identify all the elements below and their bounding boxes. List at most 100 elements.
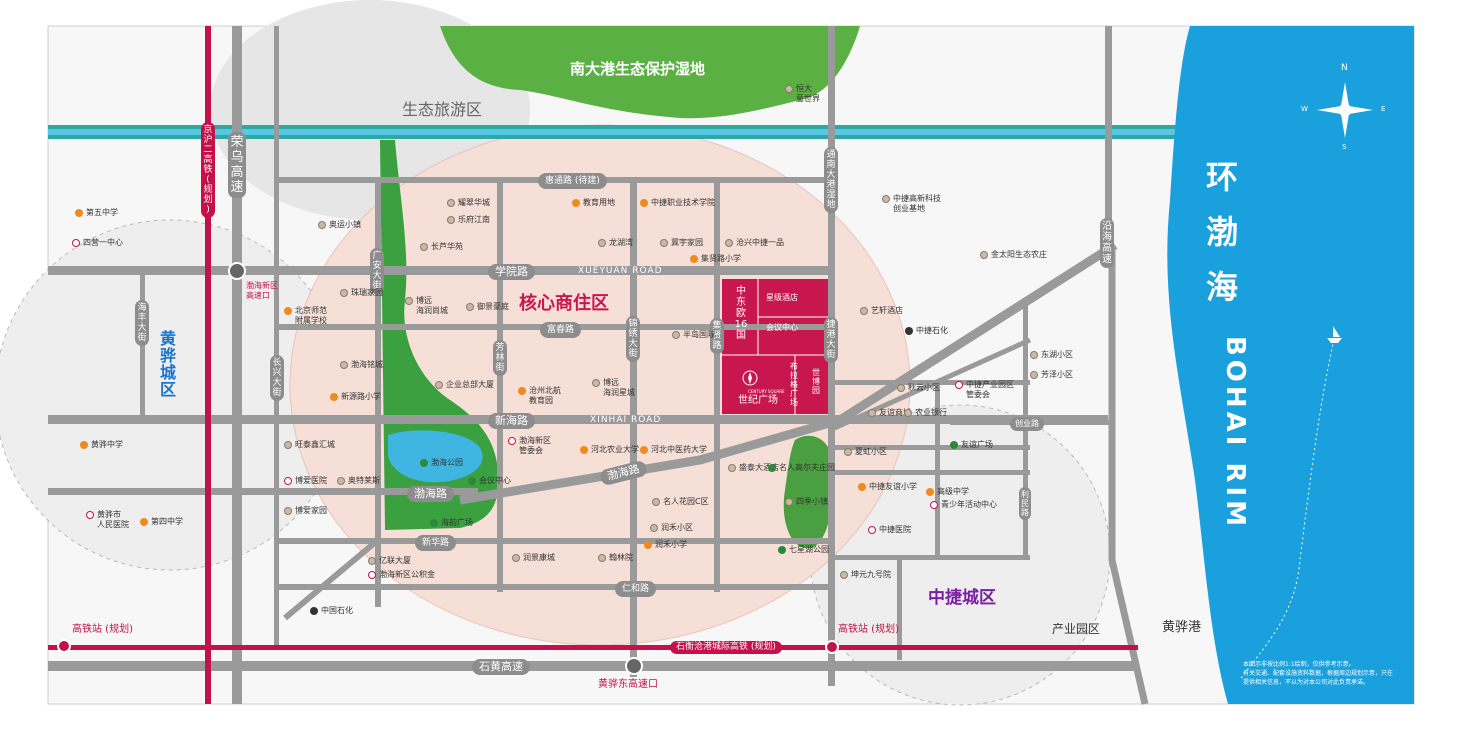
poi-label: 艺轩酒店 [871,306,903,315]
poi-gas: 中捷石化 [905,326,948,336]
poi-label: 中捷石化 [916,326,948,335]
project-hotel: 星级酒店 [766,293,798,302]
poi-label: 名人高尔夫庄园 [779,463,835,472]
station-west-label: 高铁站 (规划) [72,624,133,635]
road-fanglin: 芳林街 [493,340,507,376]
compass-s: S [1342,143,1347,151]
poi-res: 名人花园C区 [652,497,709,507]
zhongjie-zone-label: 中捷城区 [928,588,996,608]
road-haifeng: 海丰大街 [135,300,149,346]
res-icon [405,296,413,305]
res-icon [897,383,905,392]
poi-label: 润禾小区 [661,523,693,532]
res-icon [980,250,988,259]
wetland-label: 南大港生态保护湿地 [570,60,706,78]
poi-label: 中捷产业园区 管委会 [966,380,1014,399]
poi-res: 翰林院 [598,553,633,563]
rail-shiheng-label: 石衡沧港城际高铁 (规划) [670,641,782,654]
project-bulage: 布拉格广场 [790,362,798,407]
road-jinxiu: 锦绣大街 [626,316,640,362]
project-shibo: 世博园 [812,368,820,395]
school-icon [640,445,648,454]
poi-gov: 中捷产业园区 管委会 [955,380,1014,400]
school-icon [644,540,652,549]
poi-school: 北京师范 附属学校 [284,306,327,326]
forest-patch [783,435,833,549]
poi-gas: 中国石化 [310,606,353,616]
poi-res: 博爱家园 [284,506,327,516]
port-label: 黄骅港 [1162,620,1202,635]
res-icon [660,238,668,247]
school-icon [572,198,580,207]
poi-res: 盛泰大酒店 [728,463,779,473]
poi-label: 渤海公园 [431,458,463,467]
road-xinhai-en: XINHAI ROAD [590,415,662,425]
poi-park: 七星湖公园 [778,545,829,555]
poi-res: 夏虹小区 [844,447,887,457]
poi-school: 沧州北航 教育园 [518,386,561,406]
road-jiegang: 捷港大街 [824,317,838,363]
road-xueyuan: 学院路 [488,264,535,280]
poi-label: 御景豪庭 [477,302,509,311]
poi-label: 黄骅中学 [91,440,123,449]
road-bohai: 渤海路 [407,486,454,502]
poi-label: 坤元九号院 [851,570,891,579]
park-icon [950,440,958,449]
poi-res: 御景豪庭 [466,302,509,312]
poi-label: 博远 海润星城 [603,378,635,397]
res-icon [435,380,443,389]
school-icon [640,198,648,207]
poi-res: 冀宇家园 [660,238,703,248]
park-icon [430,518,438,527]
poi-res: 沧兴中捷一品 [725,238,784,248]
res-icon [318,220,326,229]
poi-school: 新源路小学 [330,392,381,402]
poi-res: 艺轩酒店 [860,306,903,316]
park-icon [420,458,428,467]
res-icon [420,242,428,251]
poi-label: 教育用地 [583,198,615,207]
res-icon [466,302,474,311]
poi-label: 翰林院 [609,553,633,562]
park-icon [768,463,776,472]
poi-label: 会议中心 [479,476,511,485]
poi-school: 中捷职业技术学院 [640,198,715,208]
res-icon [840,570,848,579]
res-icon [868,408,876,417]
res-icon [512,553,520,562]
poi-label: 名人花园C区 [663,497,709,506]
res-icon [650,523,658,532]
poi-school: 高级中学 [926,487,969,497]
poi-label: 农业银行 [915,408,947,417]
poi-label: 北京师范 附属学校 [295,306,327,325]
poi-label: 秋云小区 [908,383,940,392]
road-guangan: 广安大街 [370,248,384,294]
hosp-icon [868,525,876,534]
res-icon [844,447,852,456]
school-icon [580,445,588,454]
poi-label: 乐府江南 [458,215,490,224]
poi-label: 润禾小学 [655,540,687,549]
poi-res: 乐府江南 [447,215,490,225]
poi-res: 润景康城 [512,553,555,563]
poi-label: 渤海铭城 [351,360,383,369]
poi-label: 奥特莱斯 [348,476,380,485]
station-east-label: 高铁站 (规划) [838,624,899,635]
huanghua-zone-label: 黄骅城区 [159,329,176,399]
exit-south-label: 黄骅东高速口 [598,679,658,690]
poi-label: 友谊商城 [879,408,911,417]
rail-shiheng [48,645,1138,650]
res-icon [860,306,868,315]
compass-e: E [1381,105,1386,113]
res-icon [447,215,455,224]
hosp-icon [284,476,292,485]
compass-n: N [1341,63,1348,73]
poi-school: 第五中学 [75,208,118,218]
poi-label: 新源路小学 [341,392,381,401]
road-changxing: 长兴大街 [270,355,284,401]
poi-res: 恒大 童世界 [785,84,820,104]
poi-school: 黄骅中学 [80,440,123,450]
gov-icon [508,436,516,445]
res-icon [882,194,890,203]
poi-gov: 四营一中心 [72,238,123,248]
